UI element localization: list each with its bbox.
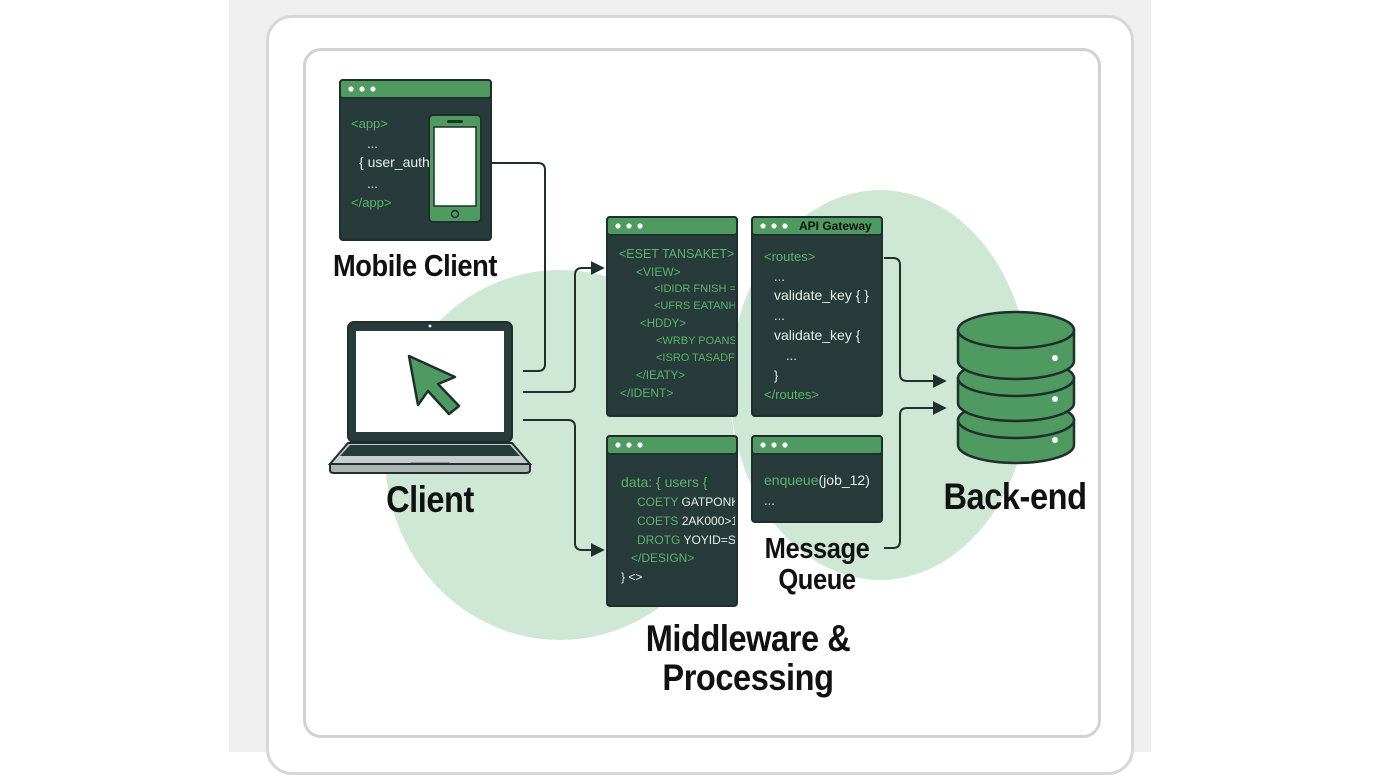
connector-queue-to-backend — [884, 401, 947, 549]
data-row-value: 2AK000>10 — [681, 514, 735, 528]
database-icon — [956, 310, 1076, 465]
architecture-diagram — [327, 79, 1076, 640]
queue-line-1: enqueue(job_12) — [764, 472, 870, 490]
mobile-code-line-2: ... — [367, 136, 378, 151]
gateway-line-4: ... — [774, 308, 785, 323]
gateway-line-7: } — [774, 368, 779, 383]
data-end: } <> — [621, 570, 643, 584]
queue-args: (job_12) — [818, 472, 870, 488]
transform-line-5: <HDDY> — [640, 318, 687, 330]
transform-line-9: </IDENT> — [620, 386, 674, 400]
api-gateway-window — [751, 216, 883, 417]
middleware-label-line-2: Processing — [662, 657, 834, 698]
transform-line-8: </IEATY> — [636, 370, 686, 382]
gateway-line-6: ... — [786, 348, 797, 363]
transform-line-6: <WRBY POANS — [656, 335, 735, 347]
api-gateway-title: API Gateway — [799, 219, 872, 233]
mobile-code-line-1: <app> — [351, 116, 388, 131]
mobile-code-line-3: { user_auth — [359, 154, 430, 170]
data-row-1: COETY GATPONKE — [637, 494, 735, 512]
smartphone-icon — [428, 114, 482, 223]
message-queue-label-line-2: Queue — [778, 564, 856, 596]
mobile-code-line-5: </app> — [351, 195, 392, 210]
connector-client-to-transform — [523, 261, 605, 393]
queue-window — [751, 435, 883, 523]
data-row-value: GATPONKE — [681, 495, 735, 509]
cursor-arrow-icon — [407, 354, 461, 416]
data-row-2: COETS 2AK000>10 — [637, 513, 735, 531]
data-row-key: COETY — [637, 495, 679, 509]
data-line-1: data: { users { — [621, 474, 707, 492]
gateway-line-5: validate_key { — [774, 327, 861, 343]
connector-client-to-data — [523, 419, 605, 557]
data-close-tag: </DESIGN> — [631, 551, 695, 565]
laptop-icon — [327, 321, 533, 474]
transform-line-3: <IDIDR FNISH = — [654, 283, 735, 295]
message-queue-label-line-1: Message — [764, 533, 870, 565]
gateway-line-2: ... — [774, 269, 785, 284]
gateway-line-3: validate_key { } — [774, 287, 869, 303]
connector-gateway-to-backend — [884, 257, 947, 388]
gateway-line-1: <routes> — [764, 249, 816, 264]
backend-label: Back-end — [943, 476, 1087, 517]
transform-line-1: <ESET TANSAKET> — [619, 247, 735, 261]
data-row-value: YOYID=SDI — [683, 533, 735, 547]
connectors — [492, 162, 947, 557]
data-row-3: DROTG YOYID=SDI — [637, 532, 735, 550]
data-row-key: DROTG — [637, 533, 681, 547]
data-row-key: COETS — [637, 514, 679, 528]
transform-window — [606, 216, 738, 417]
transform-line-4: <UFRS EATANHI — [654, 300, 735, 312]
data-window — [606, 435, 738, 607]
data-key: data: — [621, 474, 653, 490]
connector-mobile-to-client — [492, 162, 546, 372]
mobile-client-label: Mobile Client — [332, 248, 498, 283]
middleware-label-line-1: Middleware & — [645, 618, 851, 659]
queue-line-2: ... — [764, 493, 775, 508]
gateway-line-8: </routes> — [764, 387, 819, 402]
queue-fn: enqueue — [764, 472, 819, 488]
client-label: Client — [386, 479, 474, 520]
transform-line-2: <VIEW> — [636, 265, 681, 279]
transform-line-7: <ISRO TASADF — [656, 352, 735, 364]
mobile-code-line-4: ... — [367, 176, 378, 191]
data-value: { users { — [656, 474, 708, 490]
